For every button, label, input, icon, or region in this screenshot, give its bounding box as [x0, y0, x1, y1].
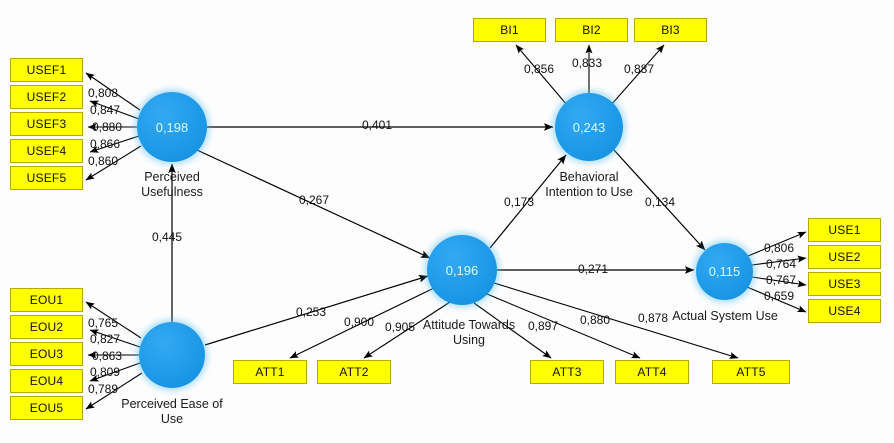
indicator-label: USE1: [828, 223, 861, 237]
r2-value: 0,196: [445, 262, 479, 278]
indicator-box-use2[interactable]: USE2: [808, 245, 881, 269]
indicator-box-att1[interactable]: ATT1: [233, 360, 307, 384]
construct-label-actual-system-use: Actual System Use: [672, 309, 778, 323]
indicator-box-usef4[interactable]: USEF4: [10, 139, 83, 163]
indicator-box-bi1[interactable]: BI1: [473, 18, 546, 42]
indicator-label: USEF4: [26, 144, 67, 158]
loading-label-peou-eou5: 0,789: [88, 382, 119, 396]
indicator-label: USEF2: [26, 90, 67, 104]
indicator-label: USE3: [828, 277, 861, 291]
loading-label-bi-bi2: 0,833: [572, 56, 603, 70]
indicator-box-bi3[interactable]: BI3: [634, 18, 707, 42]
loading-label-att-att4: 0,880: [580, 313, 611, 327]
loading-label-asu-use4: 0,659: [764, 289, 795, 303]
indicator-label: USEF1: [26, 63, 67, 77]
indicator-label: EOU1: [29, 293, 64, 307]
indicator-box-usef5[interactable]: USEF5: [10, 166, 83, 190]
indicator-box-usef3[interactable]: USEF3: [10, 112, 83, 136]
indicator-label: EOU3: [29, 347, 64, 361]
construct-label-behavioral-intention-to-use: Behavioral Intention to Use: [545, 170, 633, 199]
indicator-label: EOU5: [29, 401, 64, 415]
path-label-pu-to-bi: 0,401: [362, 118, 393, 132]
loading-label-bi-bi3: 0,887: [624, 62, 655, 76]
indicator-label: ATT5: [736, 365, 766, 379]
path-label-bi-to-asu: 0,134: [645, 195, 676, 209]
indicator-label: USEF5: [26, 171, 67, 185]
loading-label-pu-usef2: 0,847: [90, 103, 121, 117]
indicator-box-usef2[interactable]: USEF2: [10, 85, 83, 109]
indicator-box-eou3[interactable]: EOU3: [10, 342, 83, 366]
path-label-att-to-asu: 0,271: [578, 262, 609, 276]
indicator-label: ATT1: [255, 365, 285, 379]
indicator-box-att5[interactable]: ATT5: [712, 360, 790, 384]
path-label-att-to-bi: 0,173: [504, 195, 535, 209]
construct-circle-perceived-ease-of-use[interactable]: [139, 322, 205, 388]
loading-label-pu-usef3: 0,880: [92, 120, 123, 134]
construct-circle-actual-system-use[interactable]: 0,115: [696, 243, 753, 300]
construct-circle-perceived-usefulness[interactable]: 0,198: [137, 92, 207, 162]
indicator-label: USE2: [828, 250, 861, 264]
path-label-peou-to-att: 0,253: [296, 305, 327, 319]
indicator-label: BI3: [661, 23, 680, 37]
loading-label-pu-usef5: 0,860: [88, 154, 119, 168]
indicator-box-use4[interactable]: USE4: [808, 299, 881, 323]
loading-label-att-att5: 0,878: [638, 311, 669, 325]
indicator-label: USE4: [828, 304, 861, 318]
loading-label-att-att2: 0,905: [385, 320, 416, 334]
indicator-label: EOU4: [29, 374, 64, 388]
loading-label-pu-usef1: 0,808: [88, 86, 119, 100]
indicator-label: BI2: [582, 23, 601, 37]
loading-label-att-att3: 0,897: [528, 319, 559, 333]
construct-label-perceived-usefulness: Perceived Usefulness: [141, 170, 203, 199]
indicator-box-use1[interactable]: USE1: [808, 218, 881, 242]
loading-label-asu-use2: 0,764: [766, 257, 797, 271]
r2-value: 0,243: [572, 119, 606, 135]
loading-label-asu-use3: 0,767: [766, 273, 797, 287]
loading-label-bi-bi1: 0,856: [524, 62, 555, 76]
indicator-label: ATT3: [552, 365, 582, 379]
construct-label-attitude-towards-using: Attitude Towards Using: [422, 318, 516, 347]
indicator-label: ATT2: [339, 365, 369, 379]
loading-label-att-att1: 0,900: [344, 315, 375, 329]
indicator-box-att4[interactable]: ATT4: [615, 360, 689, 384]
r2-value: 0,198: [155, 119, 189, 135]
indicator-box-bi2[interactable]: BI2: [555, 18, 628, 42]
indicator-box-eou5[interactable]: EOU5: [10, 396, 83, 420]
indicator-box-eou1[interactable]: EOU1: [10, 288, 83, 312]
indicator-box-usef1[interactable]: USEF1: [10, 58, 83, 82]
indicator-label: BI1: [500, 23, 519, 37]
r2-value: 0,115: [708, 264, 741, 279]
indicator-label: EOU2: [29, 320, 64, 334]
arrow-group-structural: [168, 123, 706, 346]
loading-label-peou-eou3: 0,863: [92, 349, 123, 363]
path-label-pu-to-att: 0,267: [299, 193, 330, 207]
indicator-label: USEF3: [26, 117, 67, 131]
path-label-peou-to-pu: 0,445: [152, 230, 183, 244]
loading-label-pu-usef4: 0,866: [90, 137, 121, 151]
construct-circle-behavioral-intention-to-use[interactable]: 0,243: [555, 93, 623, 161]
loading-label-peou-eou1: 0,765: [88, 316, 119, 330]
indicator-box-att2[interactable]: ATT2: [317, 360, 391, 384]
loading-label-peou-eou4: 0,809: [90, 365, 121, 379]
indicator-label: ATT4: [637, 365, 667, 379]
indicator-box-att3[interactable]: ATT3: [530, 360, 604, 384]
indicator-box-eou4[interactable]: EOU4: [10, 369, 83, 393]
construct-label-perceived-ease-of-use: Perceived Ease of Use: [121, 397, 223, 426]
construct-circle-attitude-towards-using[interactable]: 0,196: [427, 235, 497, 305]
indicator-box-eou2[interactable]: EOU2: [10, 315, 83, 339]
loading-label-peou-eou2: 0,827: [90, 332, 121, 346]
indicator-box-use3[interactable]: USE3: [808, 272, 881, 296]
loading-label-asu-use1: 0,806: [764, 241, 795, 255]
